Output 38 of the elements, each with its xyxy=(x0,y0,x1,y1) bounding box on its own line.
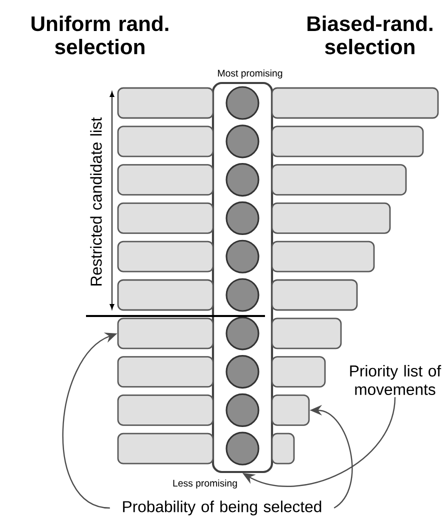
column-heading: Biased-rand. selection xyxy=(308,16,432,54)
circle xyxy=(226,393,260,427)
hatched-bar xyxy=(117,202,214,234)
hatched-bar xyxy=(117,356,214,388)
hatched-bar xyxy=(271,87,439,119)
circle xyxy=(226,86,260,120)
end-label: Less promising xyxy=(173,480,237,488)
circle xyxy=(226,355,260,389)
circle xyxy=(226,240,260,274)
hatched-bar xyxy=(117,394,214,426)
hatched-bar xyxy=(271,202,391,234)
hatched-bar xyxy=(271,394,310,426)
hatched-bar xyxy=(271,240,375,272)
hatched-bar xyxy=(117,126,214,158)
hatched-bar xyxy=(117,87,214,119)
hatched-bar xyxy=(271,318,342,350)
circle xyxy=(226,201,260,235)
hatched-bar xyxy=(117,432,214,464)
note-text: Probability of being selected xyxy=(123,500,322,516)
hatched-bar xyxy=(271,164,407,196)
circle xyxy=(226,163,260,197)
circle xyxy=(226,316,260,350)
circle xyxy=(226,278,260,312)
hatched-bar xyxy=(271,279,358,311)
hatched-bar xyxy=(117,164,214,196)
end-label: Most promising xyxy=(218,70,282,79)
hatched-bar xyxy=(271,432,295,464)
hatched-bar xyxy=(117,318,214,350)
axis-label: Restricted candidate list xyxy=(90,117,102,286)
column-box xyxy=(212,82,274,474)
hatched-bar xyxy=(117,279,214,311)
circle xyxy=(226,432,260,466)
circle xyxy=(226,124,260,158)
column-heading: Uniform rand. selection xyxy=(32,16,168,54)
hatched-bar xyxy=(117,240,214,272)
hatched-bar xyxy=(271,126,424,158)
hatched-bar xyxy=(271,356,326,388)
note-text: Priority list of movements xyxy=(350,364,442,396)
